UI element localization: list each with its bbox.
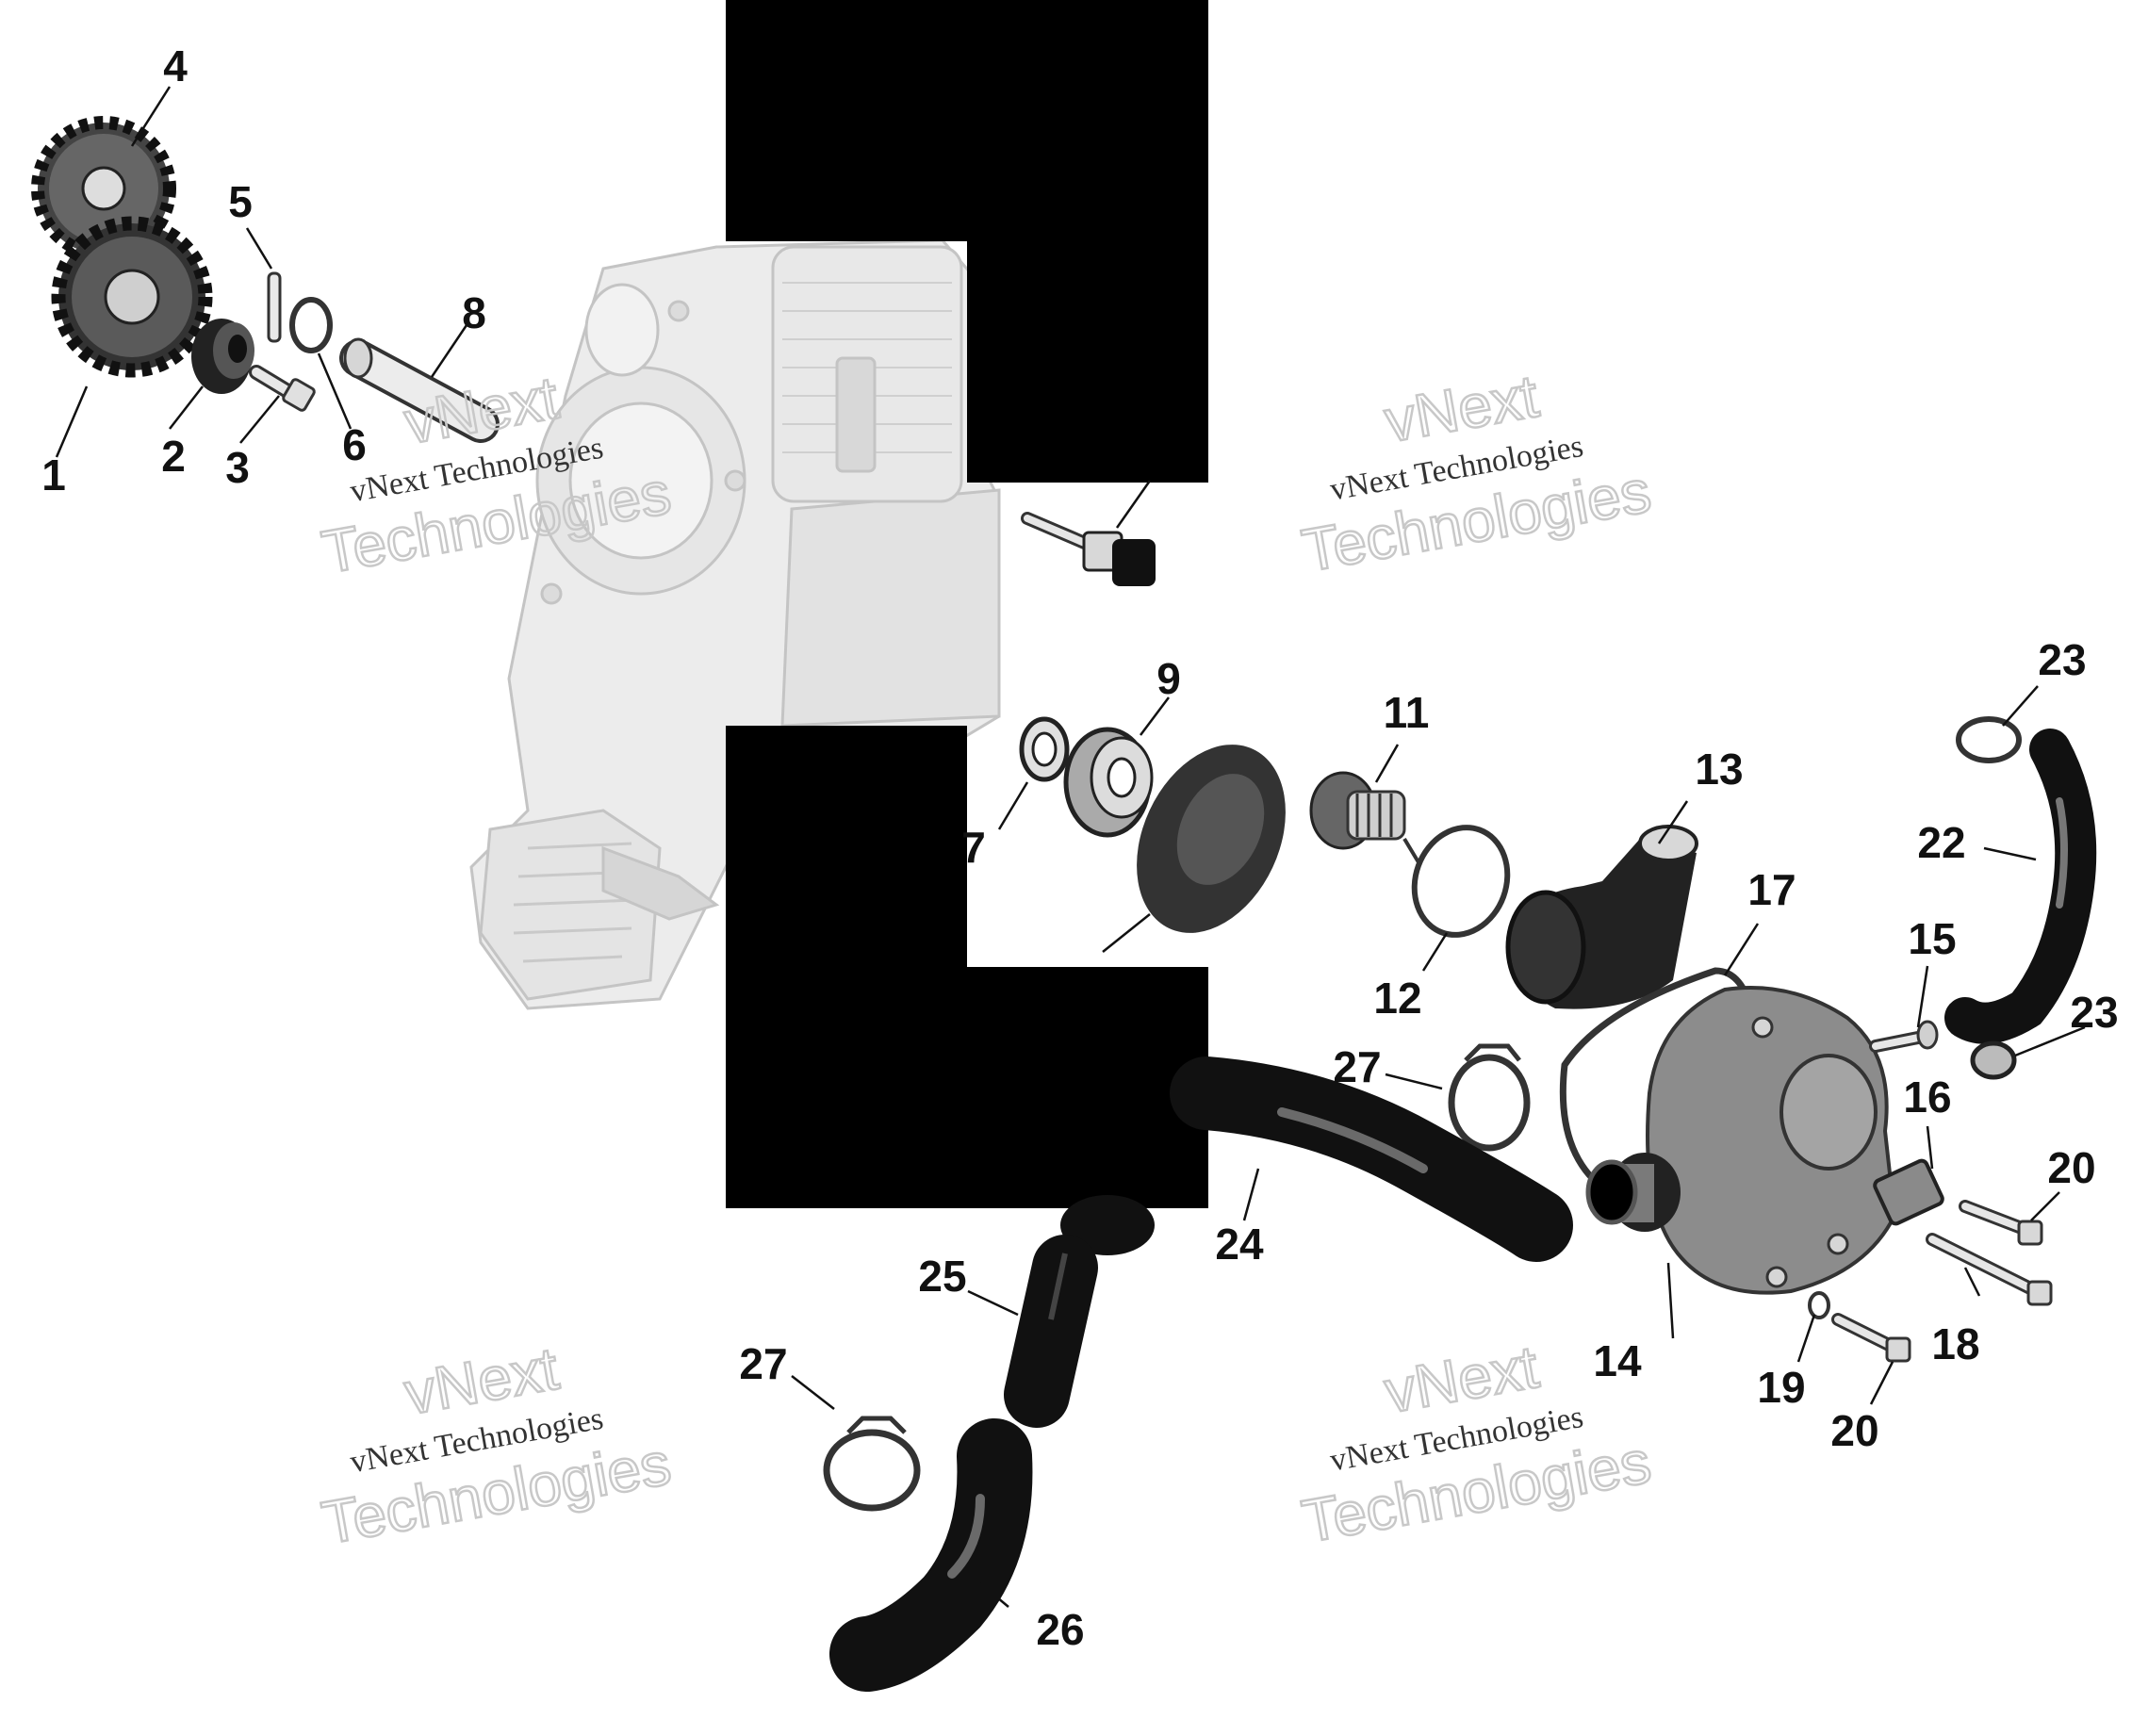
- part-16-spacer: [1873, 1158, 1944, 1226]
- callout-14: 14: [1593, 1336, 1642, 1385]
- callout-3: 3: [225, 443, 250, 492]
- callout-9: 9: [1156, 654, 1181, 703]
- part-25-short-hose: [1004, 1235, 1098, 1428]
- part-3-bolt: [249, 365, 316, 412]
- part-9-bearing: [1063, 727, 1154, 838]
- part-26-hose: [829, 1418, 1033, 1692]
- part-13-elbow-outlet: [1505, 825, 1698, 1009]
- callout-24: 24: [1215, 1220, 1264, 1269]
- part-10-impeller: [1137, 745, 1286, 933]
- callout-27-lower: 27: [739, 1339, 787, 1388]
- callout-22: 22: [1917, 818, 1965, 867]
- callout-13: 13: [1695, 745, 1743, 794]
- part-27-clamp-lower: [823, 1416, 921, 1512]
- part-20-bolt-upper: [1959, 1200, 2043, 1246]
- part-20-bolt-lower: [1831, 1313, 1911, 1363]
- part-23-clamp-lower: [1970, 1040, 2017, 1080]
- part-6-o-ring: [289, 297, 333, 353]
- callout-7: 7: [961, 823, 986, 872]
- callout-19: 19: [1757, 1363, 1805, 1412]
- callout-8: 8: [462, 288, 486, 337]
- callout-11: 11: [1384, 688, 1430, 737]
- engine-housing-ghost: [469, 238, 1001, 1010]
- callout-18: 18: [1931, 1319, 1979, 1368]
- callout-6: 6: [342, 420, 367, 469]
- callout-27-upper: 27: [1333, 1042, 1381, 1091]
- part-24-large-hose: [1060, 1056, 1573, 1262]
- callout-1: 1: [41, 450, 66, 500]
- watermark-lower-left: vNext Technologies vNext Technologies: [316, 1333, 677, 1558]
- part-15-bolt: [1869, 1020, 1939, 1053]
- callout-labels: 1 2 3 4 5 6 8 9 7 11 12 13 14 15 16 17 1…: [41, 41, 2118, 1654]
- part-4-upper-gear: [31, 116, 176, 261]
- part-23-clamp-upper: [1956, 716, 2022, 763]
- callout-2: 2: [161, 432, 186, 481]
- callout-26: 26: [1036, 1605, 1084, 1654]
- callout-20-lower: 20: [1830, 1406, 1878, 1455]
- callout-12: 12: [1373, 974, 1421, 1023]
- callout-15: 15: [1908, 914, 1956, 963]
- callout-17: 17: [1747, 865, 1796, 914]
- leader-lines: [55, 86, 2086, 1608]
- callout-16: 16: [1903, 1073, 1951, 1122]
- callout-23-upper: 23: [2038, 635, 2086, 684]
- part-8-shaft: [339, 337, 500, 443]
- redaction-blocks: [726, 0, 1208, 1208]
- callout-20-upper: 20: [2047, 1143, 2095, 1192]
- part-5-pin: [267, 271, 282, 343]
- callout-5: 5: [228, 177, 253, 226]
- part-19-washer: [1808, 1291, 1830, 1319]
- part-11-thermostat: [1309, 771, 1420, 864]
- part-12-gasket: [1411, 825, 1511, 938]
- part-27-clamp-upper: [1448, 1043, 1531, 1152]
- callout-25: 25: [918, 1252, 966, 1301]
- part-21-sensor: [1021, 512, 1156, 586]
- part-7-seal: [1019, 716, 1070, 782]
- watermark-upper-right: vNext Technologies vNext Technologies: [1296, 360, 1657, 585]
- part-1-lower-gear: [51, 216, 213, 378]
- part-2-bushing: [191, 319, 254, 394]
- part-18-long-bolt: [1926, 1233, 2053, 1306]
- part-22-hose: [1944, 729, 2097, 1044]
- callout-4: 4: [163, 41, 188, 90]
- callout-23-lower: 23: [2070, 988, 2118, 1037]
- part-14-pump-housing: [1585, 986, 1897, 1295]
